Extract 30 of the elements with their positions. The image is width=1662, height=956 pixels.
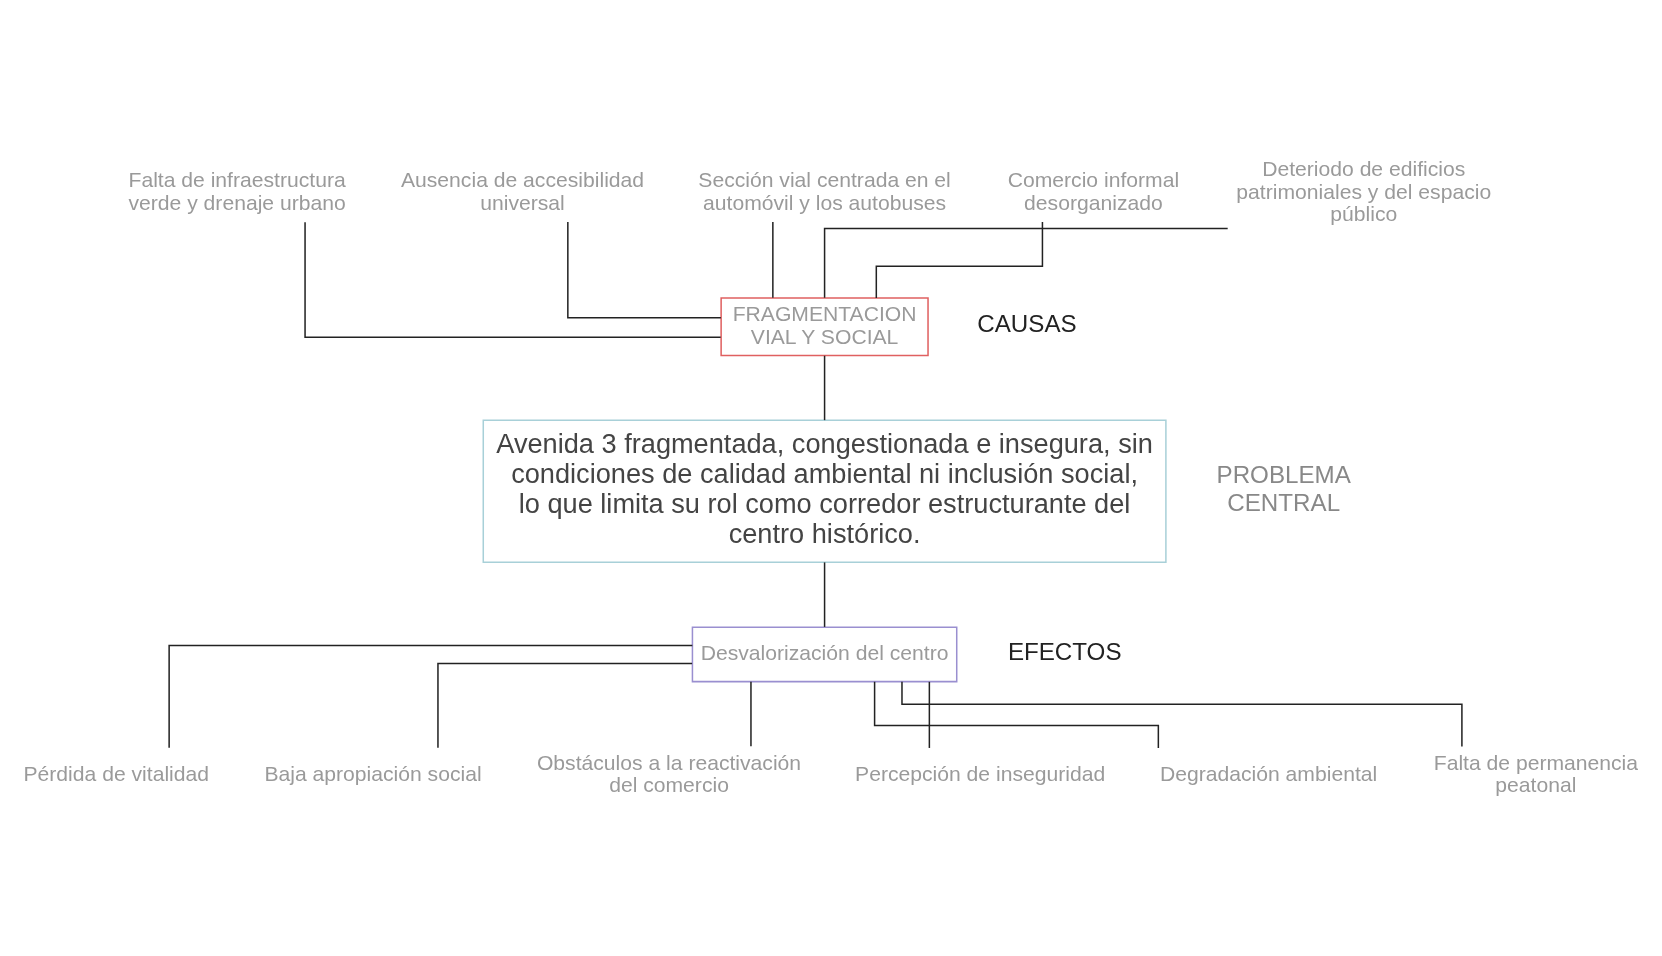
- connector: [873, 680, 1160, 749]
- connector: [823, 227, 1229, 299]
- connector: [567, 220, 722, 318]
- label: CAUSAS: [977, 309, 1077, 337]
- node-box: Avenida 3 fragmentada, congestionada e insegura, sin condiciones de calidad ambiental ni inclusión social, lo que limita su rol como corredor estructurante del centro histórico.: [482, 419, 1167, 563]
- connector: [875, 220, 1044, 299]
- node-text: Deteriodo de edificios patrimoniales y del espacio público: [1236, 156, 1492, 225]
- connector: [304, 221, 722, 338]
- connector: [168, 644, 694, 748]
- node-text: Degradación ambiental: [1159, 761, 1378, 785]
- node-box: FRAGMENTACION VIAL Y SOCIAL: [720, 296, 929, 356]
- node-text: Pérdida de vitalidad: [23, 761, 210, 785]
- node-text: Ausencia de accesibilidad universal: [400, 167, 645, 214]
- connector: [823, 561, 826, 628]
- connector: [901, 680, 1463, 747]
- node-text: Falta de permanencia peatonal: [1433, 750, 1639, 796]
- node-text: Baja apropiación social: [264, 761, 482, 785]
- node-text: Comercio informal desorganizado: [1007, 167, 1180, 214]
- connector: [772, 220, 774, 299]
- connector: [437, 662, 693, 748]
- node-box: Desvalorización del centro: [691, 626, 958, 682]
- node-text: Obstáculos a la reactivación del comercio: [536, 750, 802, 796]
- connector: [823, 354, 826, 421]
- label: EFECTOS: [1007, 637, 1122, 665]
- node-text: Percepción de inseguridad: [855, 761, 1106, 785]
- connector: [750, 680, 752, 747]
- label: PROBLEMA CENTRAL: [1216, 460, 1351, 516]
- node-text: Sección vial centrada en el automóvil y los autobuses: [698, 167, 951, 214]
- node-text: Falta de infraestructura verde y drenaje urbano: [128, 167, 346, 214]
- connector: [928, 680, 931, 749]
